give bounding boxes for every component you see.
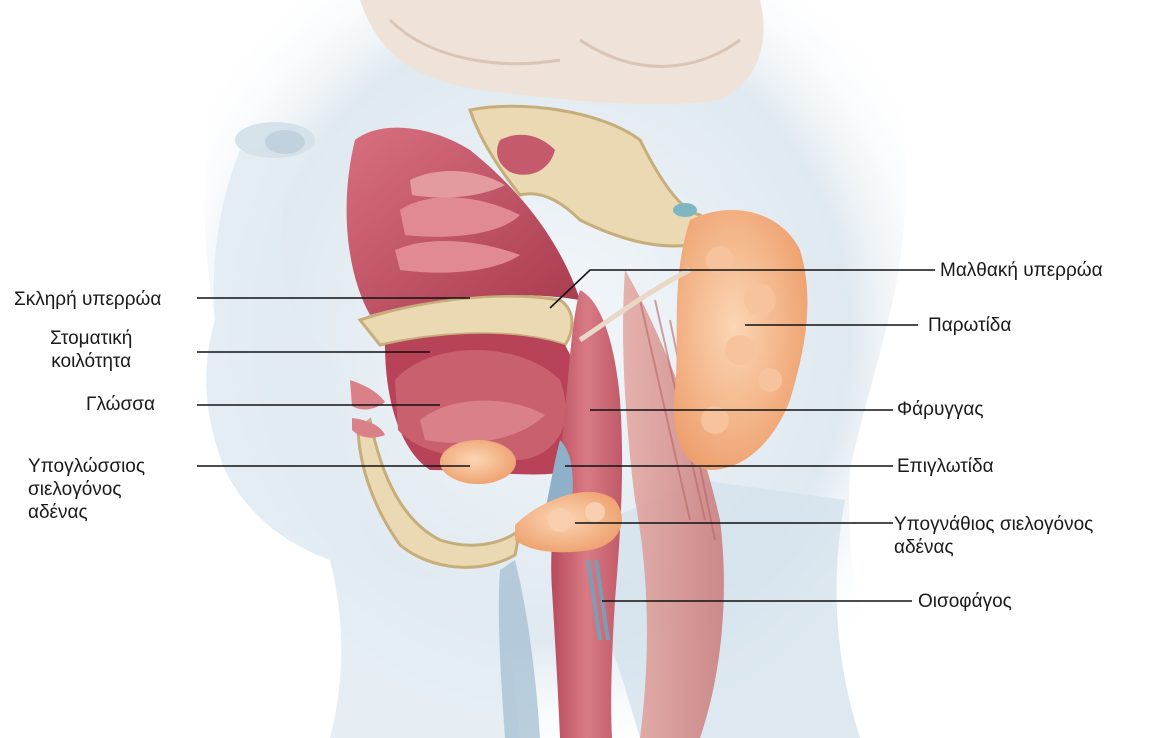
label-hard-palate: Σκληρή υπερρώα (14, 288, 161, 311)
label-pharynx: Φάρυγγας (897, 398, 983, 421)
label-soft-palate: Μαλθακή υπερρώα (940, 259, 1103, 282)
label-esophagus: Οισοφάγος (918, 590, 1012, 613)
label-sublingual-gland: Υπογλώσσιος σιελογόνος αδένας (28, 455, 145, 524)
label-oral-cavity: Στοματική κοιλότητα (50, 327, 132, 373)
label-epiglottis: Επιγλωτίδα (897, 455, 994, 478)
label-tongue: Γλώσσα (86, 393, 155, 416)
label-submandibular-gland: Υπογνάθιος σιελογόνος αδένας (894, 513, 1093, 559)
label-parotid: Παρωτίδα (928, 314, 1011, 337)
